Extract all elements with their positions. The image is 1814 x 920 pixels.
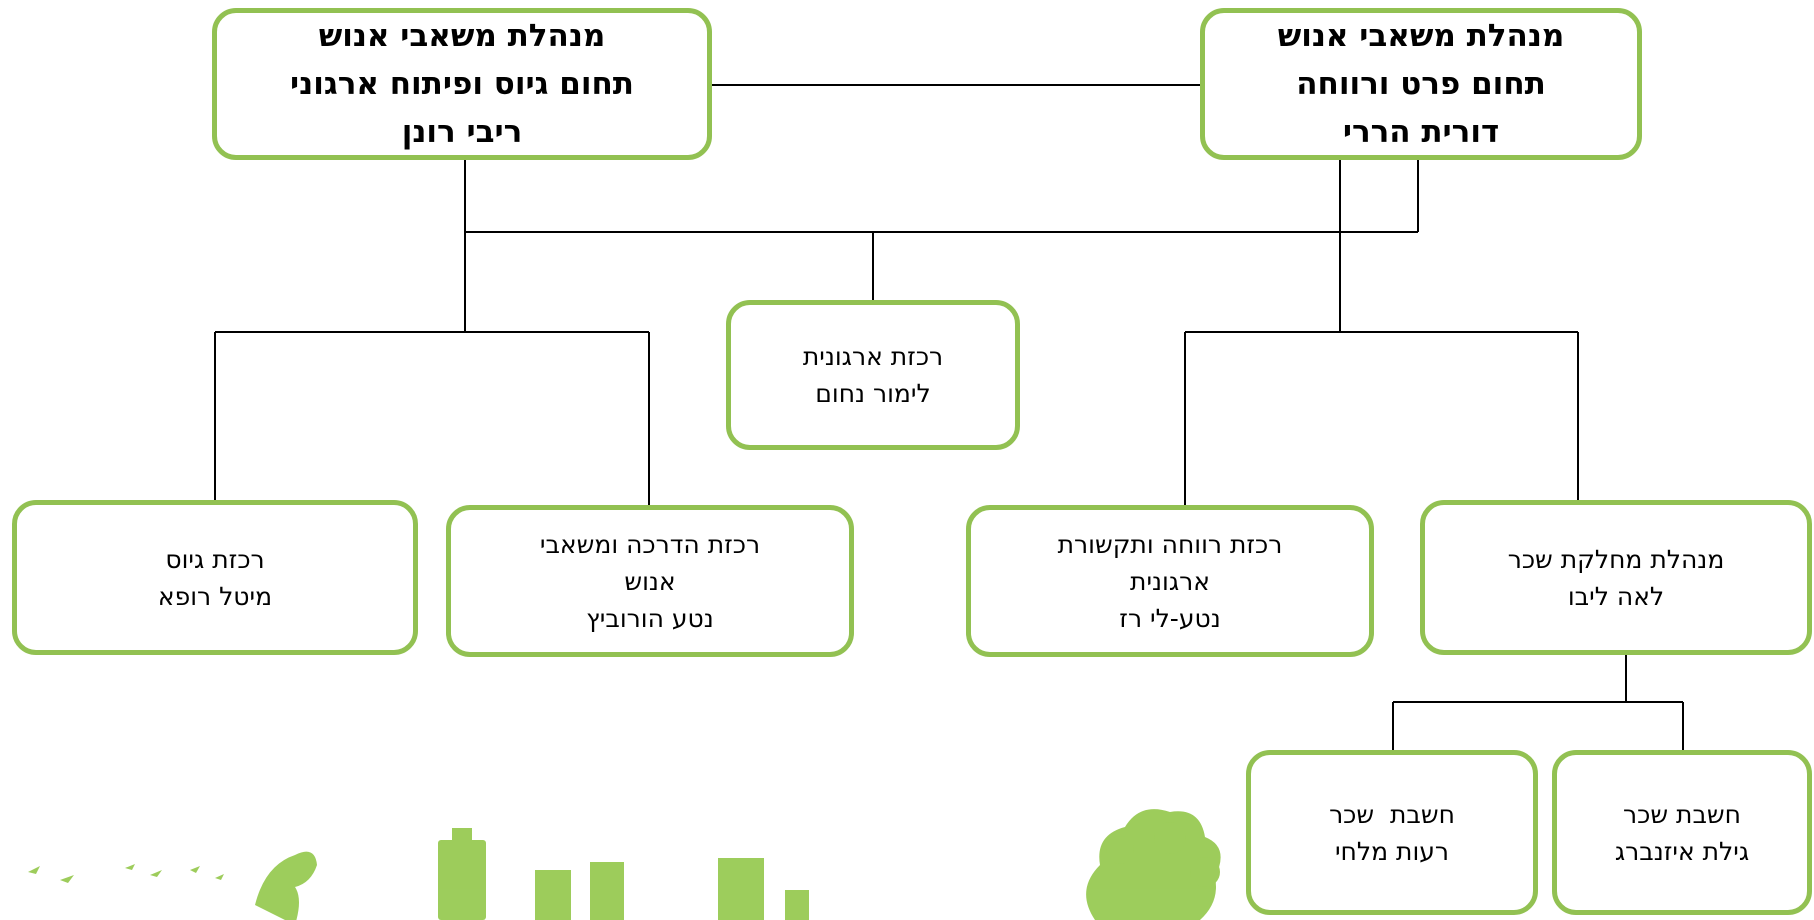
head-right-name: דורית הררי [1342, 114, 1500, 150]
head-left-field: תחום גיוס ופיתוח ארגוני [290, 66, 634, 102]
org-coordinator-title: רכזת ארגונית [802, 342, 944, 371]
building-icon [718, 858, 764, 920]
payroll-manager-name: לאה ליבו [1567, 581, 1665, 611]
building-icon [438, 840, 486, 920]
payroll-accountant-2-title: חשבת שכר [1329, 799, 1455, 829]
recruit-coordinator-name: מיטל רופא [157, 581, 273, 611]
building-icon [590, 862, 624, 920]
head-right-field: תחום פרט ורווחה [1296, 66, 1546, 102]
bird-icon [190, 866, 200, 873]
payroll-accountant-box: חשבת שכר גילת איזנברג [1552, 750, 1812, 915]
bird-icon [125, 864, 135, 870]
payroll-accountant-1-name: גילת איזנברג [1614, 836, 1750, 866]
building-icon [452, 828, 472, 842]
recruit-coordinator-title: רכזת גיוס [165, 544, 265, 574]
payroll-accountant-2-name: רעות מלחי [1334, 836, 1450, 866]
bird-icon [150, 870, 162, 877]
head-left-name: ריבי רונן [401, 114, 523, 150]
animal-icon [255, 851, 317, 920]
welfare-coordinator-box: רכזת רווחה ותקשורת ארגונית נטע-לי רז [966, 505, 1374, 657]
training-coordinator-name: נטע הורוביץ [586, 603, 714, 633]
head-box-right: מנהלת משאבי אנוש תחום פרט ורווחה דורית ה… [1200, 8, 1642, 160]
welfare-coordinator-title-1: רכזת רווחה ותקשורת [1057, 529, 1283, 559]
recruit-coordinator-box: רכזת גיוס מיטל רופא [12, 500, 418, 655]
bird-icon [60, 875, 74, 883]
tree-leaf-icon [1106, 836, 1134, 864]
welfare-coordinator-name: נטע-לי רז [1119, 603, 1221, 633]
org-coordinator-box: רכזת ארגונית לימור נחום [726, 300, 1020, 450]
bird-icon [28, 866, 40, 874]
training-coordinator-title-2: אנוש [624, 566, 676, 596]
org-coordinator-name: לימור נחום [815, 379, 931, 408]
head-box-left: מנהלת משאבי אנוש תחום גיוס ופיתוח ארגוני… [212, 8, 712, 160]
payroll-manager-box: מנהלת מחלקת שכר לאה ליבו [1420, 500, 1812, 655]
payroll-accountant-1-title: חשבת שכר [1623, 799, 1741, 829]
tree-leaf-icon [1154, 822, 1186, 854]
head-left-title: מנהלת משאבי אנוש [318, 18, 606, 54]
welfare-coordinator-title-2: ארגונית [1130, 566, 1210, 596]
payroll-manager-title: מנהלת מחלקת שכר [1507, 544, 1725, 574]
training-coordinator-box: רכזת הדרכה ומשאבי אנוש נטע הורוביץ [446, 505, 854, 657]
training-coordinator-title-1: רכזת הדרכה ומשאבי [539, 529, 761, 559]
building-icon [785, 890, 809, 920]
head-right-title: מנהלת משאבי אנוש [1277, 18, 1565, 54]
tree-leaf-icon [1190, 857, 1220, 887]
bird-icon [215, 874, 224, 880]
payroll-accountant-box: חשבת שכר רעות מלחי [1246, 750, 1538, 915]
building-icon [535, 870, 571, 920]
